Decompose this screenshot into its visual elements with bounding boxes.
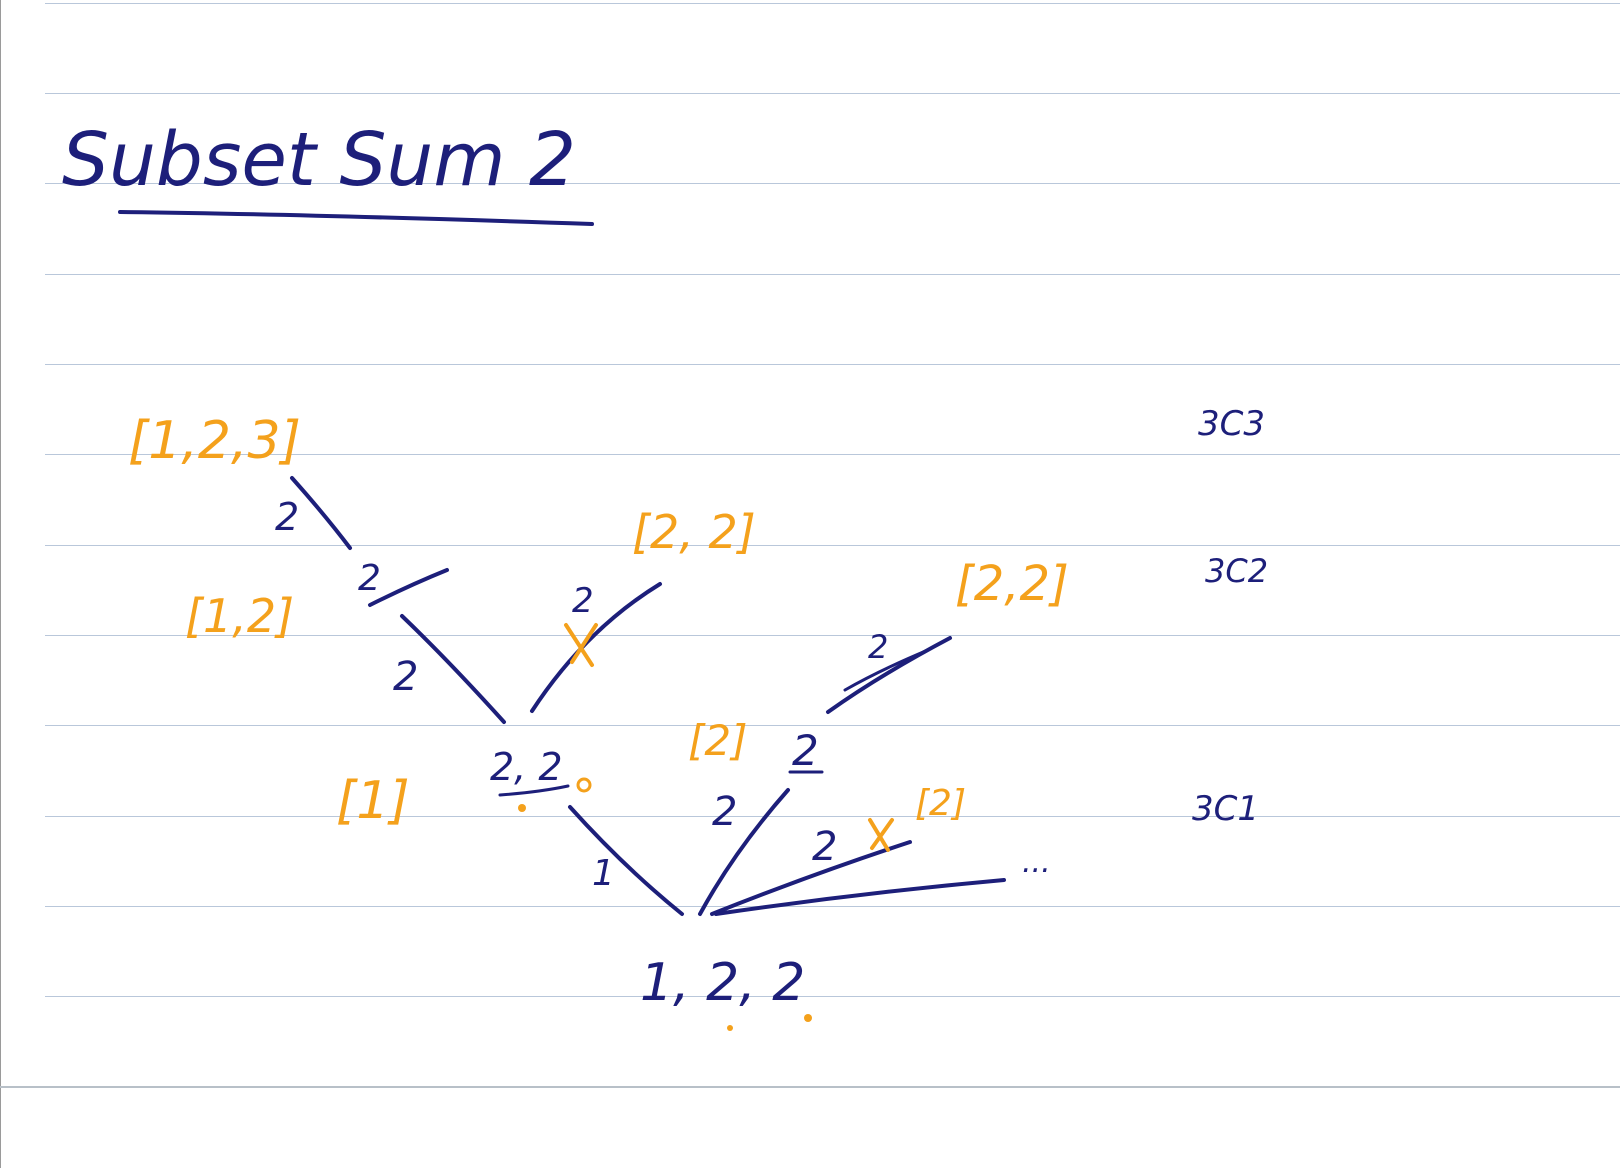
subset-1-2: [1,2] bbox=[185, 589, 294, 643]
edge-root-to-third bbox=[710, 840, 912, 916]
ruled-line bbox=[45, 996, 1620, 997]
edge-mid-right-strike bbox=[843, 648, 930, 692]
cross-mark-lower bbox=[868, 818, 894, 852]
ruled-line bbox=[45, 906, 1620, 907]
ruled-line bbox=[45, 545, 1620, 546]
node-ellipsis: ... bbox=[1022, 845, 1051, 880]
subset-2-2-top: [2, 2] bbox=[632, 505, 756, 559]
page-title: Subset Sum 2 bbox=[62, 117, 576, 203]
subset-1-2-3: [1,2,3] bbox=[128, 411, 301, 471]
edge-label-mid-left-right: 2 bbox=[572, 581, 594, 621]
edge-root-to-fourth bbox=[714, 878, 1006, 916]
ruled-line bbox=[45, 454, 1620, 455]
dot-mark bbox=[576, 777, 592, 793]
subset-2-mid: [2] bbox=[688, 716, 748, 765]
subset-2-2-right: [2,2] bbox=[955, 556, 1069, 612]
edge-root-to-mid-left bbox=[568, 805, 684, 916]
edge-left-branch-top bbox=[368, 568, 449, 607]
ruled-line bbox=[45, 635, 1620, 636]
node-mid-left: 2, 2 bbox=[490, 745, 563, 789]
title-underline bbox=[118, 210, 594, 226]
combinatorics-3c1: 3C1 bbox=[1192, 789, 1259, 829]
subset-1: [1] bbox=[336, 771, 410, 831]
cross-mark-upper bbox=[564, 623, 598, 667]
ruled-line bbox=[45, 93, 1620, 94]
edge-upper-left bbox=[290, 476, 352, 550]
edge-label-upper-left: 2 bbox=[275, 495, 299, 539]
edge-label-mid-left-left: 2 bbox=[393, 654, 418, 700]
subset-2-small: [2] bbox=[915, 783, 966, 824]
dot-mark bbox=[518, 804, 526, 812]
ruled-line bbox=[45, 3, 1620, 4]
node-mid-left-underline bbox=[498, 784, 570, 797]
edge-mid-left-to-left bbox=[400, 614, 506, 724]
edge-root-to-mid-right bbox=[698, 788, 790, 916]
root-node: 1, 2, 2 bbox=[640, 953, 805, 1013]
ruled-line bbox=[45, 816, 1620, 817]
edge-label-root-third: 2 bbox=[812, 824, 837, 870]
edge-label-root-mid-left: 1 bbox=[592, 853, 615, 894]
edge-mid-right-to-top bbox=[826, 636, 952, 714]
ruled-line bbox=[45, 364, 1620, 365]
combinatorics-3c3: 3C3 bbox=[1198, 404, 1265, 444]
edge-label-root-mid-right: 2 bbox=[712, 789, 737, 835]
ruled-line bbox=[45, 183, 1620, 184]
dot-mark bbox=[804, 1014, 812, 1022]
dot-mark bbox=[727, 1025, 733, 1031]
combinatorics-3c2: 3C2 bbox=[1205, 552, 1268, 590]
edge-mid-left-to-right bbox=[530, 582, 662, 713]
ruled-line bbox=[45, 725, 1620, 726]
bottom-rule bbox=[0, 1086, 1620, 1088]
page-border bbox=[0, 0, 1, 1168]
node-mid-right: 2 bbox=[792, 726, 819, 775]
edge-label-left-branch-top: 2 bbox=[358, 558, 381, 599]
ruled-line bbox=[45, 274, 1620, 275]
edge-label-mid-right-top: 2 bbox=[868, 628, 888, 666]
